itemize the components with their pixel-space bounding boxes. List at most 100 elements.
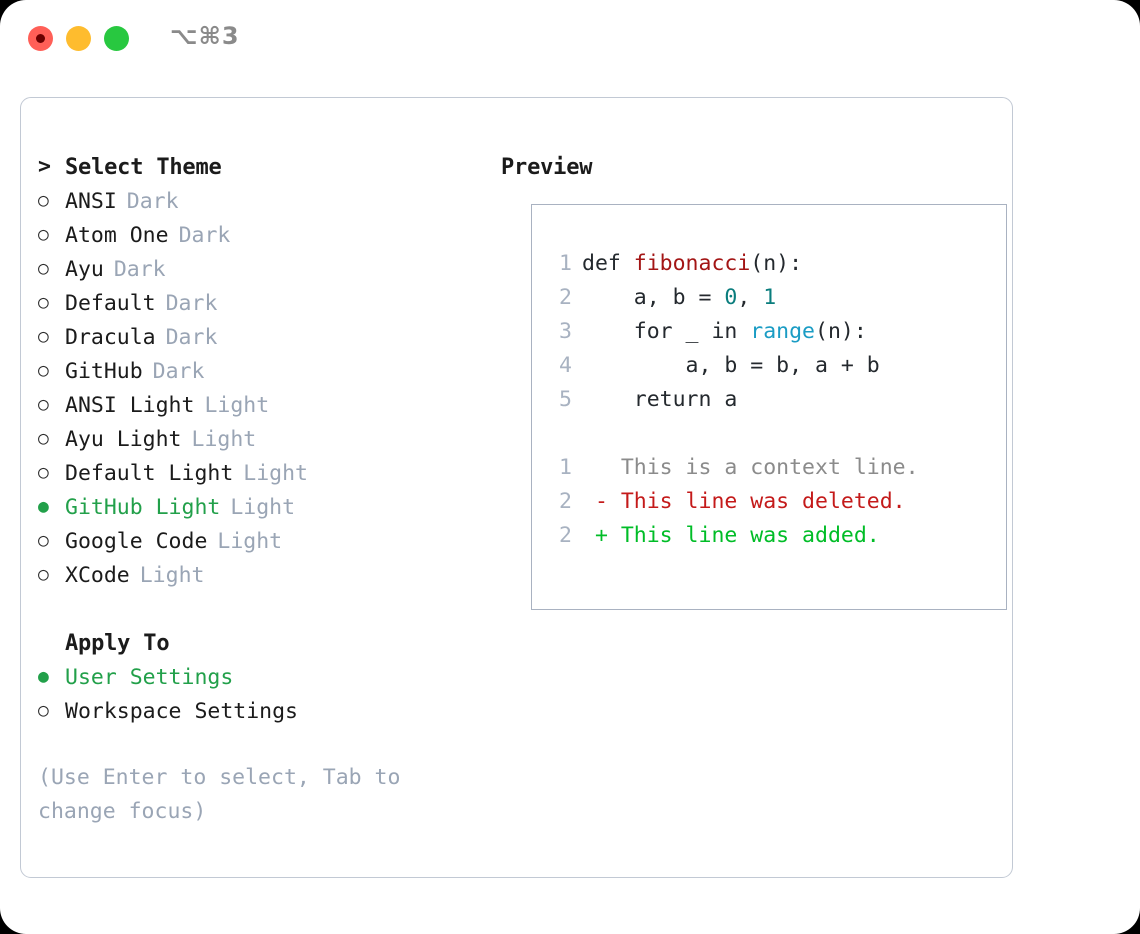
theme-option-tag: Dark xyxy=(165,290,218,316)
theme-option-label: ANSI Light xyxy=(65,392,195,418)
radio-unselected-icon: ○ xyxy=(38,360,49,381)
theme-option-label: Default xyxy=(65,290,156,316)
radio-unselected-icon: ○ xyxy=(38,530,49,551)
radio-unselected-icon: ○ xyxy=(38,462,49,483)
apply-to-marker xyxy=(38,632,65,654)
code-token-plain: a, b = xyxy=(582,285,725,310)
theme-option-10[interactable]: ○ Google Code Light xyxy=(38,524,478,558)
theme-option-label: GitHub xyxy=(65,358,143,384)
radio-unselected-icon: ○ xyxy=(38,190,49,211)
theme-option-label: Dracula xyxy=(65,324,156,350)
line-number: 1 xyxy=(559,251,572,276)
theme-option-6[interactable]: ○ ANSI Light Light xyxy=(38,388,478,422)
theme-option-3[interactable]: ○ Default Dark xyxy=(38,286,478,320)
code-token-plain: def xyxy=(582,251,634,276)
code-token-number: 1 xyxy=(763,285,777,310)
theme-option-label: ANSI xyxy=(65,188,117,214)
line-number: 2 xyxy=(559,285,572,310)
theme-option-tag: Light xyxy=(139,562,205,588)
code-token-plain: (n): xyxy=(815,319,867,344)
theme-option-tag: Dark xyxy=(113,256,166,282)
code-line-4: 5 return a xyxy=(550,383,919,417)
theme-option-tag: Dark xyxy=(178,222,231,248)
code-line-0: 1 def fibonacci(n): xyxy=(550,247,919,281)
code-token-plain: (n): xyxy=(750,251,803,276)
apply-to-list: ● User Settings ○ Workspace Settings xyxy=(38,660,478,728)
theme-option-5[interactable]: ○ GitHub Dark xyxy=(38,354,478,388)
apply-to-header-label: Apply To xyxy=(65,630,170,656)
theme-option-8[interactable]: ○ Default Light Light xyxy=(38,456,478,490)
radio-unselected-icon: ○ xyxy=(38,564,49,585)
theme-option-tag: Light xyxy=(204,392,270,418)
theme-option-tag: Light xyxy=(191,426,257,452)
theme-option-label: Atom One xyxy=(65,222,169,248)
theme-option-label: Ayu Light xyxy=(65,426,182,452)
theme-option-4[interactable]: ○ Dracula Dark xyxy=(38,320,478,354)
code-token-builtin: range xyxy=(750,319,816,344)
title-bar: ⌥⌘3 xyxy=(0,0,1140,78)
select-theme-header: > Select Theme xyxy=(38,150,478,184)
diff-line-number: 2 xyxy=(559,523,572,548)
help-text: (Use Enter to select, Tab to change focu… xyxy=(38,765,414,824)
theme-option-label: GitHub Light xyxy=(65,494,221,520)
theme-option-label: Ayu xyxy=(65,256,104,282)
code-token-plain: for _ in xyxy=(582,319,751,344)
radio-unselected-icon: ○ xyxy=(38,224,49,245)
theme-option-11[interactable]: ○ XCode Light xyxy=(38,558,478,592)
line-number: 3 xyxy=(559,319,572,344)
code-token-plain: a, b = b, a + b xyxy=(582,353,880,378)
radio-unselected-icon: ○ xyxy=(38,326,49,347)
code-token-plain: , xyxy=(737,285,764,310)
radio-unselected-icon: ○ xyxy=(38,394,49,415)
diff-context-text: This is a context line. xyxy=(582,455,919,480)
code-line-2: 3 for _ in range(n): xyxy=(550,315,919,349)
theme-option-tag: Light xyxy=(217,528,283,554)
line-number: 5 xyxy=(559,387,572,412)
diff-added-text: + This line was added. xyxy=(582,523,880,548)
theme-option-9[interactable]: ● GitHub Light Light xyxy=(38,490,478,524)
diff-line-0: 1 This is a context line. xyxy=(550,451,919,485)
preview-gap xyxy=(550,417,919,451)
theme-option-label: Google Code xyxy=(65,528,208,554)
close-dot-icon[interactable] xyxy=(28,26,53,51)
diff-line-number: 2 xyxy=(559,489,572,514)
radio-selected-icon: ● xyxy=(38,666,49,687)
theme-option-label: Default Light xyxy=(65,460,234,486)
apply-option-1[interactable]: ○ Workspace Settings xyxy=(38,694,478,728)
diff-line-1: 2 - This line was deleted. xyxy=(550,485,919,519)
code-token-function: fibonacci xyxy=(633,251,751,276)
radio-unselected-icon: ○ xyxy=(38,428,49,449)
maximize-dot-icon[interactable] xyxy=(104,26,129,51)
apply-option-0[interactable]: ● User Settings xyxy=(38,660,478,694)
apply-option-label: Workspace Settings xyxy=(65,698,298,724)
radio-unselected-icon: ○ xyxy=(38,700,49,721)
code-line-1: 2 a, b = 0, 1 xyxy=(550,281,919,315)
apply-option-label: User Settings xyxy=(65,664,234,690)
theme-option-tag: Dark xyxy=(152,358,205,384)
code-token-plain: return a xyxy=(582,387,738,412)
theme-option-1[interactable]: ○ Atom One Dark xyxy=(38,218,478,252)
apply-to-header: Apply To xyxy=(38,626,478,660)
diff-deleted-text: - This line was deleted. xyxy=(582,489,906,514)
minimize-dot-icon[interactable] xyxy=(66,26,91,51)
theme-option-tag: Light xyxy=(230,494,296,520)
theme-option-tag: Dark xyxy=(165,324,218,350)
radio-selected-icon: ● xyxy=(38,496,49,517)
theme-option-7[interactable]: ○ Ayu Light Light xyxy=(38,422,478,456)
diff-line-2: 2 + This line was added. xyxy=(550,519,919,553)
theme-option-tag: Light xyxy=(243,460,309,486)
code-token-number: 0 xyxy=(724,285,738,310)
select-theme-header-label: Select Theme xyxy=(65,154,222,180)
line-number: 4 xyxy=(559,353,572,378)
radio-unselected-icon: ○ xyxy=(38,292,49,313)
diff-line-number: 1 xyxy=(559,455,572,480)
theme-option-label: XCode xyxy=(65,562,130,588)
